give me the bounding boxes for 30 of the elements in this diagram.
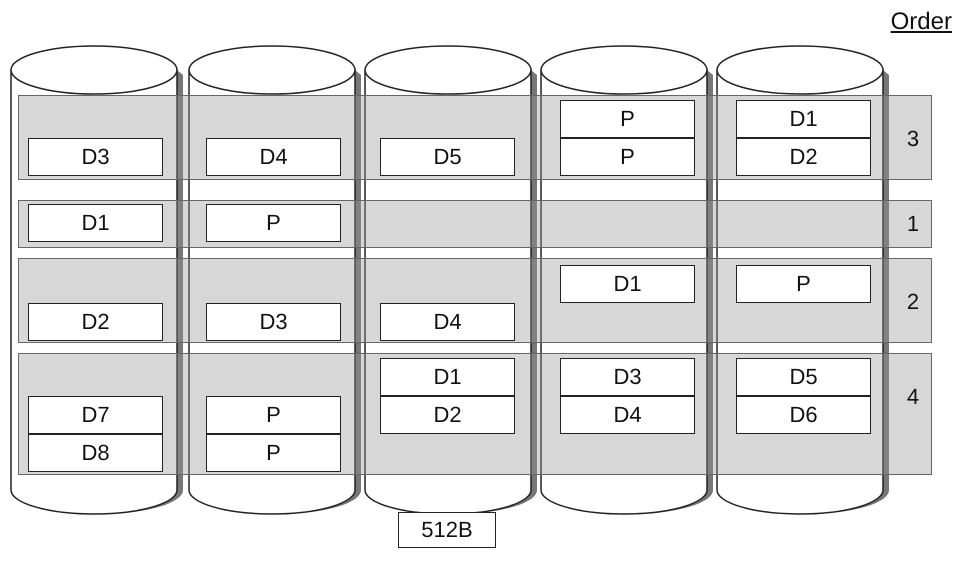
block-box: D1 bbox=[560, 265, 695, 303]
heading-label: Order bbox=[890, 8, 952, 36]
order-number: 4 bbox=[906, 384, 920, 410]
block-box: D8 bbox=[28, 434, 163, 472]
block-box: D7 bbox=[28, 396, 163, 434]
block-box: D6 bbox=[736, 396, 871, 434]
block-box: D1 bbox=[736, 100, 871, 138]
block-box: D2 bbox=[736, 138, 871, 176]
block-box: P bbox=[560, 100, 695, 138]
block-box: D2 bbox=[28, 303, 163, 341]
block-box: P bbox=[560, 138, 695, 176]
block-box: D3 bbox=[28, 138, 163, 176]
block-box: P bbox=[206, 204, 341, 242]
order-number: 3 bbox=[906, 126, 920, 152]
block-box: D3 bbox=[560, 358, 695, 396]
block-box: D3 bbox=[206, 303, 341, 341]
block-box: D2 bbox=[380, 396, 515, 434]
block-box: D1 bbox=[380, 358, 515, 396]
block-box: P bbox=[206, 434, 341, 472]
block-box: P bbox=[736, 265, 871, 303]
block-box: D5 bbox=[380, 138, 515, 176]
block-box: P bbox=[206, 396, 341, 434]
order-number: 2 bbox=[906, 289, 920, 315]
block-box: D4 bbox=[560, 396, 695, 434]
block-box: D1 bbox=[28, 204, 163, 242]
block-box: D4 bbox=[206, 138, 341, 176]
order-number: 1 bbox=[906, 211, 920, 237]
block-box: 512B bbox=[398, 512, 496, 548]
block-box: D4 bbox=[380, 303, 515, 341]
block-box: D5 bbox=[736, 358, 871, 396]
